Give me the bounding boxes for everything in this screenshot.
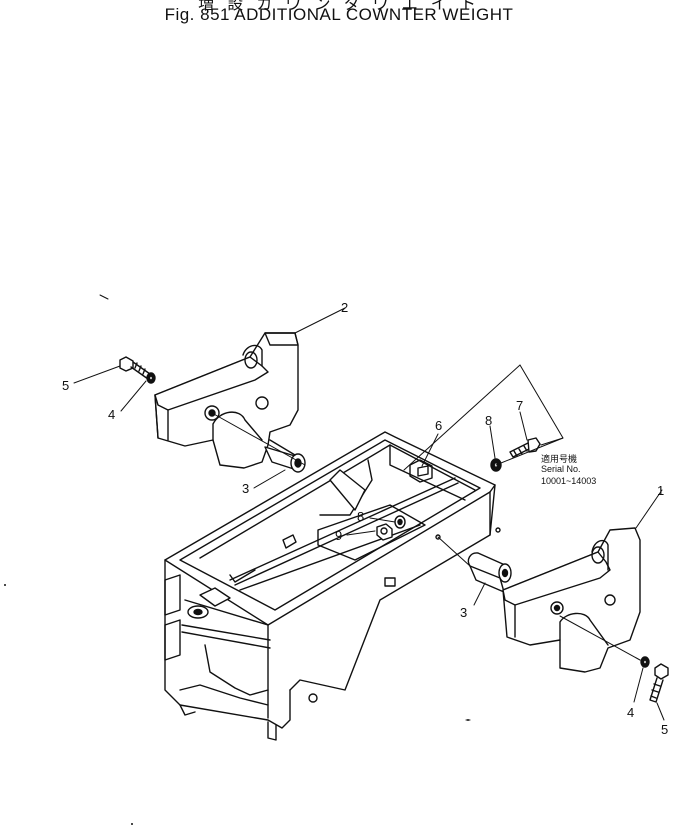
spacer-upper [264, 439, 306, 473]
callout-9: 9 [335, 528, 342, 543]
callout-3-lower: 3 [460, 605, 467, 620]
callout-2: 2 [341, 300, 348, 315]
callout-5-lower: 5 [661, 722, 668, 737]
scan-specks [4, 584, 469, 825]
callout-6: 6 [435, 418, 442, 433]
serial-label: Serial No. [541, 464, 581, 474]
callout-4-upper: 4 [108, 407, 115, 422]
bolt-upper-left [119, 356, 156, 384]
callout-3-upper: 3 [242, 481, 249, 496]
callout-8-lower: 8 [357, 509, 364, 524]
leader-lines [73, 294, 665, 721]
figure-title-japanese: 増 設 カ ウ ン タ ウ エ イ ト [198, 0, 480, 13]
counterweight-upper [154, 332, 299, 469]
callout-5-upper: 5 [62, 378, 69, 393]
bolt-7 [490, 437, 541, 472]
callout-7: 7 [516, 398, 523, 413]
main-frame [164, 431, 501, 741]
callout-4-lower: 4 [627, 705, 634, 720]
figure-title: Fig. 851 ADDITIONAL COWNTER WEIGHT [164, 5, 514, 24]
counterweight-lower [502, 527, 641, 673]
washer-nut-group [376, 515, 406, 541]
callout-8-upper: 8 [485, 413, 492, 428]
callout-1: 1 [657, 483, 664, 498]
serial-range: 10001~14003 [541, 476, 596, 486]
callout-labels: 1 2 3 3 4 4 5 5 6 7 8 8 9 適用号機 Serial No… [62, 300, 668, 737]
spacer-lower [467, 552, 512, 593]
bolt-lower-right [640, 656, 669, 703]
serial-jp: 適用号機 [541, 453, 577, 464]
